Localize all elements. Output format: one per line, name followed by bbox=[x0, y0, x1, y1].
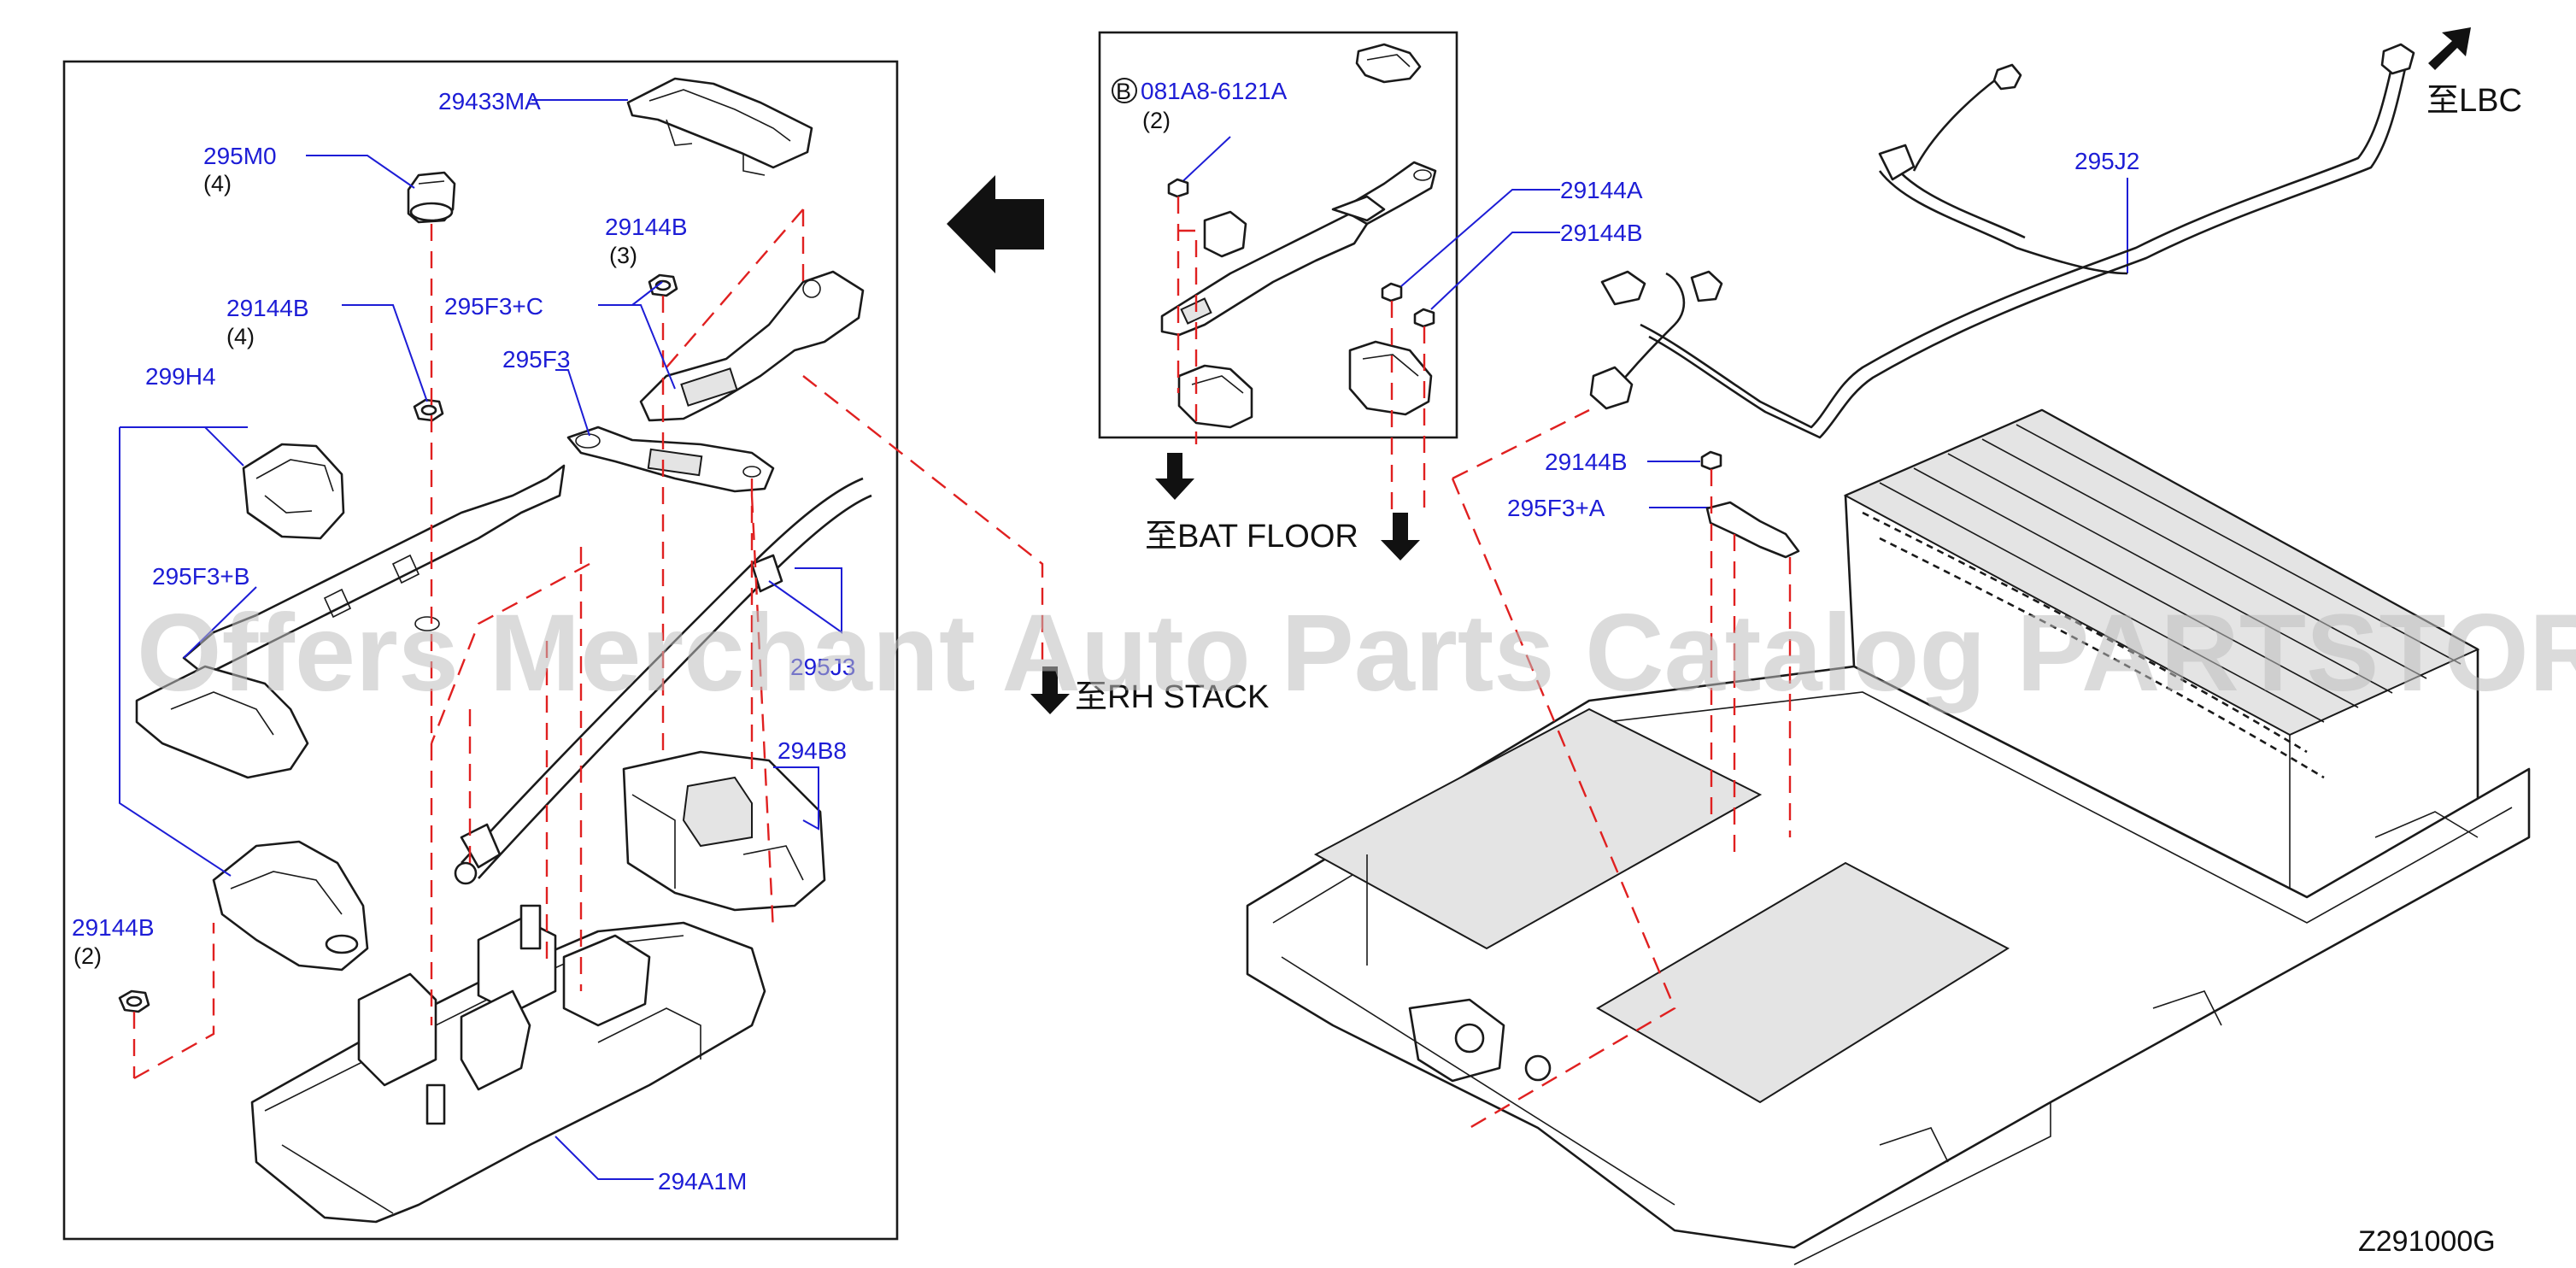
inset-bracket-right-part[interactable] bbox=[1348, 340, 1433, 416]
qty-29144B-mid: (4) bbox=[226, 324, 255, 349]
arrow-down-right-icon bbox=[1381, 513, 1420, 561]
callout-29144B-inset: 29144B bbox=[1560, 220, 1643, 246]
nut-29144B-tray-part[interactable] bbox=[1700, 450, 1722, 471]
leader-lines-left bbox=[119, 99, 842, 1180]
callout-294B8: 294B8 bbox=[777, 737, 847, 764]
inset-busbar-part[interactable] bbox=[1160, 161, 1437, 337]
battery-module-stack-part[interactable] bbox=[1843, 408, 2480, 899]
qty-081A8-6121A: (2) bbox=[1142, 108, 1171, 133]
arrow-down-bat-floor-icon bbox=[1155, 453, 1194, 500]
leader-081A8 bbox=[1175, 136, 1231, 189]
callout-29433MA: 29433MA bbox=[438, 88, 541, 114]
arrow-up-right-lbc-icon bbox=[2428, 27, 2471, 70]
busbar-295F3C-part[interactable] bbox=[639, 270, 865, 422]
callout-295J3: 295J3 bbox=[790, 654, 855, 680]
callout-29144B-bottom: 29144B bbox=[72, 914, 155, 941]
qty-29144B-bottom: (2) bbox=[73, 943, 102, 969]
battery-tray-part[interactable] bbox=[1246, 665, 2531, 1265]
bracket-295F3B-part[interactable] bbox=[135, 464, 566, 779]
direction-arrow-icon bbox=[947, 175, 1044, 273]
callout-295F3A: 295F3+A bbox=[1507, 495, 1605, 521]
diagram-code: Z291000G bbox=[2358, 1225, 2496, 1258]
watermark: Offers Merchant Auto Parts Catalog PARTS… bbox=[137, 592, 2576, 714]
note-to-bat-floor: 至BAT FLOOR bbox=[1145, 519, 1358, 555]
busbar-295F3-part[interactable] bbox=[566, 426, 775, 493]
inset-screw-part[interactable] bbox=[1381, 282, 1403, 302]
bracket-29433MA-part[interactable] bbox=[626, 77, 813, 176]
arrow-down-rh-stack-icon bbox=[1030, 666, 1070, 714]
assembly-guides-right bbox=[1451, 408, 1792, 1130]
callout-29144A: 29144A bbox=[1560, 177, 1643, 203]
inset-clip-top-part[interactable] bbox=[1355, 43, 1422, 84]
callout-295M0: 295M0 bbox=[203, 143, 277, 169]
nut-29144B-mid-part[interactable] bbox=[413, 398, 444, 422]
junction-box-294A1M-part[interactable] bbox=[250, 904, 766, 1224]
box-294B8-part[interactable] bbox=[622, 750, 826, 912]
nut-29144B-bottom-part[interactable] bbox=[118, 989, 150, 1013]
callout-299H4: 299H4 bbox=[145, 363, 216, 390]
inset-frame bbox=[1098, 31, 1458, 439]
note-to-rh-stack: 至RH STACK bbox=[1075, 679, 1269, 715]
callout-295F3: 295F3 bbox=[502, 346, 570, 373]
inset-nut-part[interactable] bbox=[1413, 308, 1435, 328]
harness-295J2-part[interactable] bbox=[1640, 43, 2415, 439]
qty-29144B-top: (3) bbox=[609, 243, 637, 268]
note-to-lbc: 至LBC bbox=[2426, 83, 2522, 119]
callout-295F3B: 295F3+B bbox=[152, 563, 249, 590]
ref-circle-B bbox=[1112, 78, 1137, 103]
leader-29144A bbox=[1400, 189, 1560, 287]
callout-295J2: 295J2 bbox=[2074, 148, 2139, 174]
inset-bracket-left-part[interactable] bbox=[1177, 210, 1253, 429]
callout-294A1M: 294A1M bbox=[658, 1168, 747, 1195]
callout-081A8-6121A: 081A8-6121A bbox=[1141, 78, 1288, 104]
clip-295M0-part[interactable] bbox=[407, 171, 456, 224]
leader-29144B-inset bbox=[1430, 232, 1560, 310]
cover-299H4-part[interactable] bbox=[242, 443, 345, 540]
callout-29144B-top: 29144B bbox=[605, 214, 688, 240]
callout-29144B-right: 29144B bbox=[1545, 449, 1628, 475]
busbar-295F3A-part[interactable] bbox=[1705, 501, 1800, 559]
cable-295J3-part[interactable] bbox=[454, 477, 872, 885]
detail-frame bbox=[62, 60, 899, 1241]
assembly-guides-left bbox=[132, 208, 1044, 1080]
cover-299H4-lower-part[interactable] bbox=[212, 840, 369, 972]
inset-bolt-part[interactable] bbox=[1167, 178, 1189, 198]
assembly-guides-inset bbox=[1177, 197, 1426, 513]
qty-295M0: (4) bbox=[203, 171, 232, 197]
callout-295F3C: 295F3+C bbox=[444, 293, 543, 320]
ref-letter-B: B bbox=[1116, 79, 1131, 104]
nut-29144B-top-part[interactable] bbox=[648, 273, 678, 297]
callout-29144B-mid: 29144B bbox=[226, 295, 309, 321]
connector-pigtail-part[interactable] bbox=[1589, 270, 1723, 410]
